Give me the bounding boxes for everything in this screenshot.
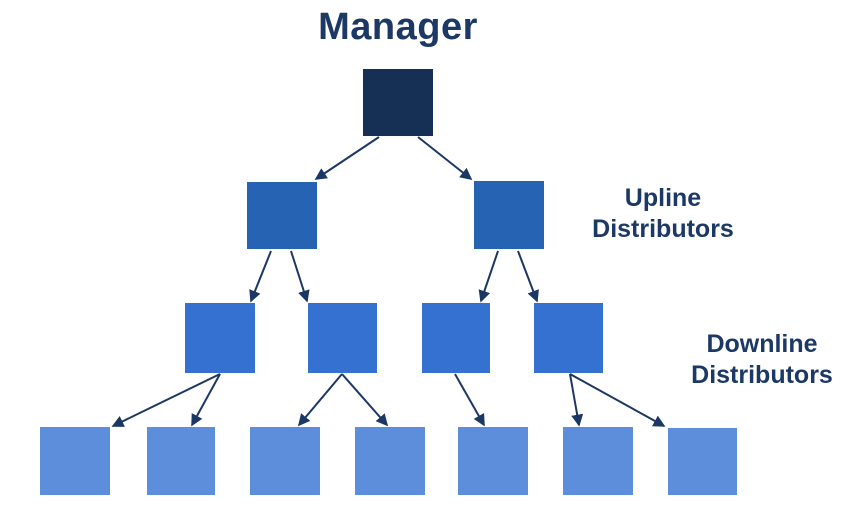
node-bottom-6 [563, 427, 633, 495]
node-downline-4 [534, 303, 603, 373]
node-upline-1 [247, 182, 317, 249]
node-bottom-5 [458, 427, 528, 495]
node-bottom-3 [250, 427, 320, 495]
node-bottom-2 [147, 427, 215, 495]
downline-label-line1: Downline [706, 330, 818, 358]
node-bottom-7 [668, 428, 737, 495]
downline-label-line2: Distributors [691, 361, 833, 389]
upline-label: Upline Distributors [592, 183, 734, 245]
node-bottom-4 [355, 427, 425, 495]
node-upline-2 [474, 181, 544, 249]
node-bottom-1 [40, 427, 110, 495]
upline-label-line1: Upline [624, 184, 702, 212]
diagram-title: Manager [318, 6, 478, 48]
node-downline-3 [422, 303, 490, 373]
node-downline-2 [308, 303, 377, 373]
downline-label: Downline Distributors [691, 329, 833, 391]
node-manager [363, 69, 433, 136]
upline-label-line2: Distributors [592, 215, 734, 243]
node-downline-1 [185, 303, 255, 373]
